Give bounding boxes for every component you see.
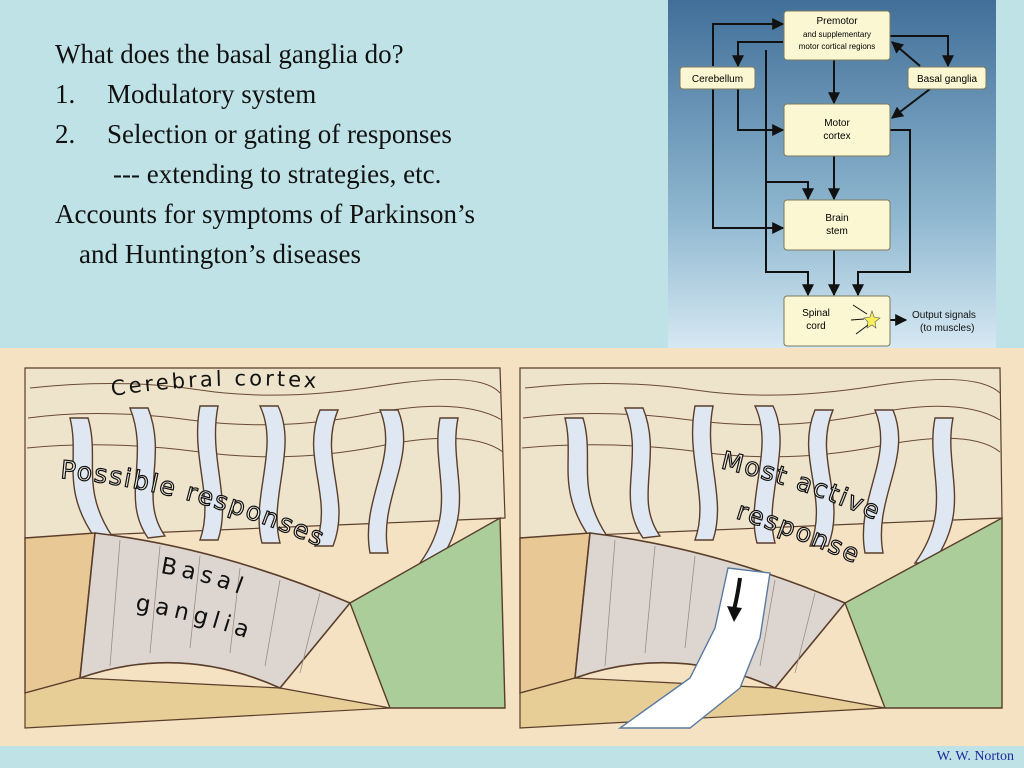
slide-heading: What does the basal ganglia do? (55, 39, 404, 69)
list-number-1: 1. (55, 79, 76, 109)
premotor-label: Premotor (816, 16, 858, 27)
list-subitem: --- extending to strategies, etc. (55, 154, 655, 194)
diagram-connections (712, 18, 954, 326)
motor-system-diagram: Premotor and supplementary motor cortica… (668, 0, 996, 360)
slide-text: What does the basal ganglia do? 1. Modula… (55, 34, 655, 274)
premotor-box: Premotor and supplementary motor cortica… (783, 10, 891, 61)
list-item-1: 1. Modulatory system (55, 74, 655, 114)
list-item-2-text: Selection or gating of responses (107, 119, 452, 149)
output-label-2: (to muscles) (920, 323, 974, 334)
footer-credit: W. W. Norton (936, 749, 1014, 764)
motor-cortex-box: Motor cortex (783, 103, 891, 157)
motor-neuron-icon (863, 310, 881, 329)
premotor-sublabel-2: motor cortical regions (799, 42, 875, 51)
right-panel: Most active response (519, 367, 1003, 729)
left-panel: Cerebral cortex Possible responses Basal… (24, 366, 506, 729)
spinal-cord-label-1: Spinal (802, 308, 830, 319)
motor-cortex-label-1: Motor (824, 118, 850, 129)
spinal-cord-box: Spinal cord (783, 295, 891, 347)
basal-ganglia-label: Basal ganglia (917, 74, 977, 85)
left-dam (79, 532, 352, 689)
basal-ganglia-dam-illustration: Cerebral cortex Possible responses Basal… (0, 348, 1024, 746)
brain-stem-box: Brain stem (783, 199, 891, 251)
symptoms-line-2: and Huntington’s diseases (79, 239, 361, 269)
list-item-2: 2. Selection or gating of responses (55, 114, 655, 154)
premotor-sublabel-1: and supplementary (803, 30, 871, 39)
cerebellum-box: Cerebellum (679, 66, 756, 90)
list-number-2: 2. (55, 119, 76, 149)
brain-stem-label-1: Brain (825, 213, 848, 224)
cerebellum-label: Cerebellum (692, 74, 743, 85)
symptoms-line-1: Accounts for symptoms of Parkinson’s (55, 199, 475, 229)
list-item-1-text: Modulatory system (107, 79, 317, 109)
basal-ganglia-box: Basal ganglia (907, 66, 987, 90)
output-label-1: Output signals (912, 310, 976, 321)
spinal-cord-label-2: cord (806, 321, 825, 332)
motor-cortex-label-2: cortex (823, 131, 850, 142)
right-dam (574, 532, 847, 689)
list-subitem-text: --- extending to strategies, etc. (113, 159, 442, 189)
brain-stem-label-2: stem (826, 226, 848, 237)
